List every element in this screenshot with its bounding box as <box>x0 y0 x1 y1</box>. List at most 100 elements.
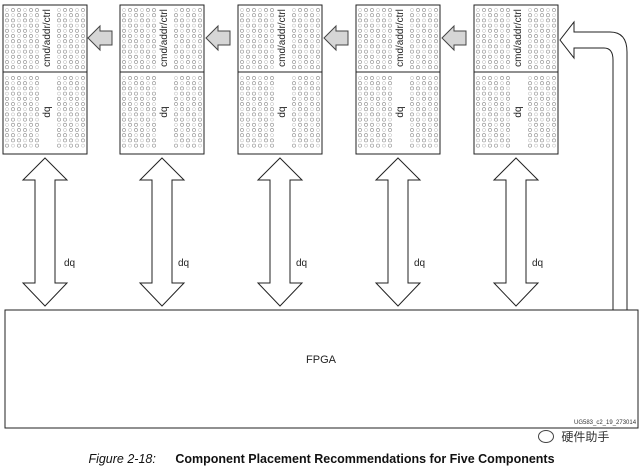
bga-ball <box>422 107 426 112</box>
bga-ball <box>29 112 33 117</box>
bga-ball <box>494 44 498 49</box>
bga-ball <box>69 96 73 101</box>
bga-ball <box>358 96 362 101</box>
bga-ball <box>506 117 510 122</box>
bga-ball <box>146 8 150 12</box>
bga-ball <box>304 133 308 138</box>
bga-ball <box>500 96 504 101</box>
bga-ball <box>364 143 368 148</box>
bga-ball <box>35 18 39 23</box>
bga-ball <box>410 107 414 112</box>
bga-ball <box>146 44 150 49</box>
bga-ball <box>69 117 73 122</box>
bga-ball <box>488 18 492 23</box>
bga-ball <box>134 86 138 91</box>
bga-ball <box>482 39 486 44</box>
bga-ball <box>552 39 556 44</box>
bga-ball <box>494 13 498 18</box>
bga-ball <box>174 81 178 86</box>
bga-ball <box>364 8 368 12</box>
bga-ball <box>270 122 274 127</box>
bga-ball <box>198 117 202 122</box>
bga-ball <box>29 81 33 86</box>
bga-ball <box>528 107 532 112</box>
bga-ball <box>488 49 492 54</box>
bga-ball <box>428 86 432 91</box>
bga-ball <box>534 102 538 106</box>
bga-ball <box>128 18 132 23</box>
bga-ball <box>63 117 67 122</box>
bga-ball <box>376 34 380 38</box>
bga-ball <box>264 49 268 54</box>
bga-ball <box>75 60 79 64</box>
bga-ball <box>416 65 420 70</box>
bga-ball <box>382 122 386 127</box>
bga-ball <box>69 138 73 143</box>
bga-ball <box>246 23 250 28</box>
bga-ball <box>422 44 426 49</box>
bga-ball <box>410 117 414 122</box>
bga-ball <box>298 23 302 28</box>
bga-ball <box>57 76 61 80</box>
dq-bus-3-label: dq <box>296 258 307 269</box>
bga-ball <box>186 8 190 12</box>
bga-ball <box>192 96 196 101</box>
bga-ball <box>11 65 15 70</box>
bga-ball <box>152 107 156 112</box>
bga-ball <box>552 133 556 138</box>
bga-ball <box>482 138 486 143</box>
bga-ball <box>146 133 150 138</box>
bga-ball <box>69 65 73 70</box>
figure-caption: Figure 2-18: Component Placement Recomme… <box>0 452 643 466</box>
bga-ball <box>270 102 274 106</box>
bga-ball <box>23 122 27 127</box>
bga-ball <box>29 13 33 18</box>
bga-ball <box>534 122 538 127</box>
bga-ball <box>258 86 262 91</box>
bga-ball <box>382 18 386 23</box>
bga-ball <box>410 18 414 23</box>
bga-ball <box>494 23 498 28</box>
bga-ball <box>240 18 244 23</box>
bga-ball <box>552 143 556 148</box>
bga-ball <box>122 60 126 64</box>
bga-ball <box>240 39 244 44</box>
bga-ball <box>63 143 67 148</box>
bga-ball <box>258 23 262 28</box>
bga-ball <box>494 117 498 122</box>
bga-ball <box>546 39 550 44</box>
bga-ball <box>29 28 33 33</box>
bga-ball <box>364 112 368 117</box>
bga-ball <box>174 13 178 18</box>
bga-ball <box>552 128 556 132</box>
bga-ball <box>298 65 302 70</box>
bga-ball <box>494 49 498 54</box>
bga-ball <box>506 60 510 64</box>
bga-ball <box>364 13 368 18</box>
bga-ball <box>528 76 532 80</box>
bga-ball <box>376 76 380 80</box>
bga-ball <box>358 60 362 64</box>
component-3-dq-label: dq <box>277 106 288 117</box>
bga-ball <box>252 138 256 143</box>
bga-ball <box>506 49 510 54</box>
bga-ball <box>388 28 392 33</box>
bga-ball <box>476 18 480 23</box>
bga-ball <box>370 96 374 101</box>
bga-ball <box>298 34 302 38</box>
bga-ball <box>382 128 386 132</box>
bga-ball <box>186 60 190 64</box>
bga-ball <box>258 102 262 106</box>
bga-ball <box>258 128 262 132</box>
bga-ball <box>152 54 156 59</box>
bga-ball <box>546 44 550 49</box>
bga-ball <box>292 65 296 70</box>
bga-ball <box>128 96 132 101</box>
bga-ball <box>240 138 244 143</box>
bga-ball <box>81 96 85 101</box>
bga-ball <box>382 112 386 117</box>
bga-ball <box>23 54 27 59</box>
bga-ball <box>528 112 532 117</box>
bga-ball <box>240 8 244 12</box>
bga-ball <box>17 18 21 23</box>
